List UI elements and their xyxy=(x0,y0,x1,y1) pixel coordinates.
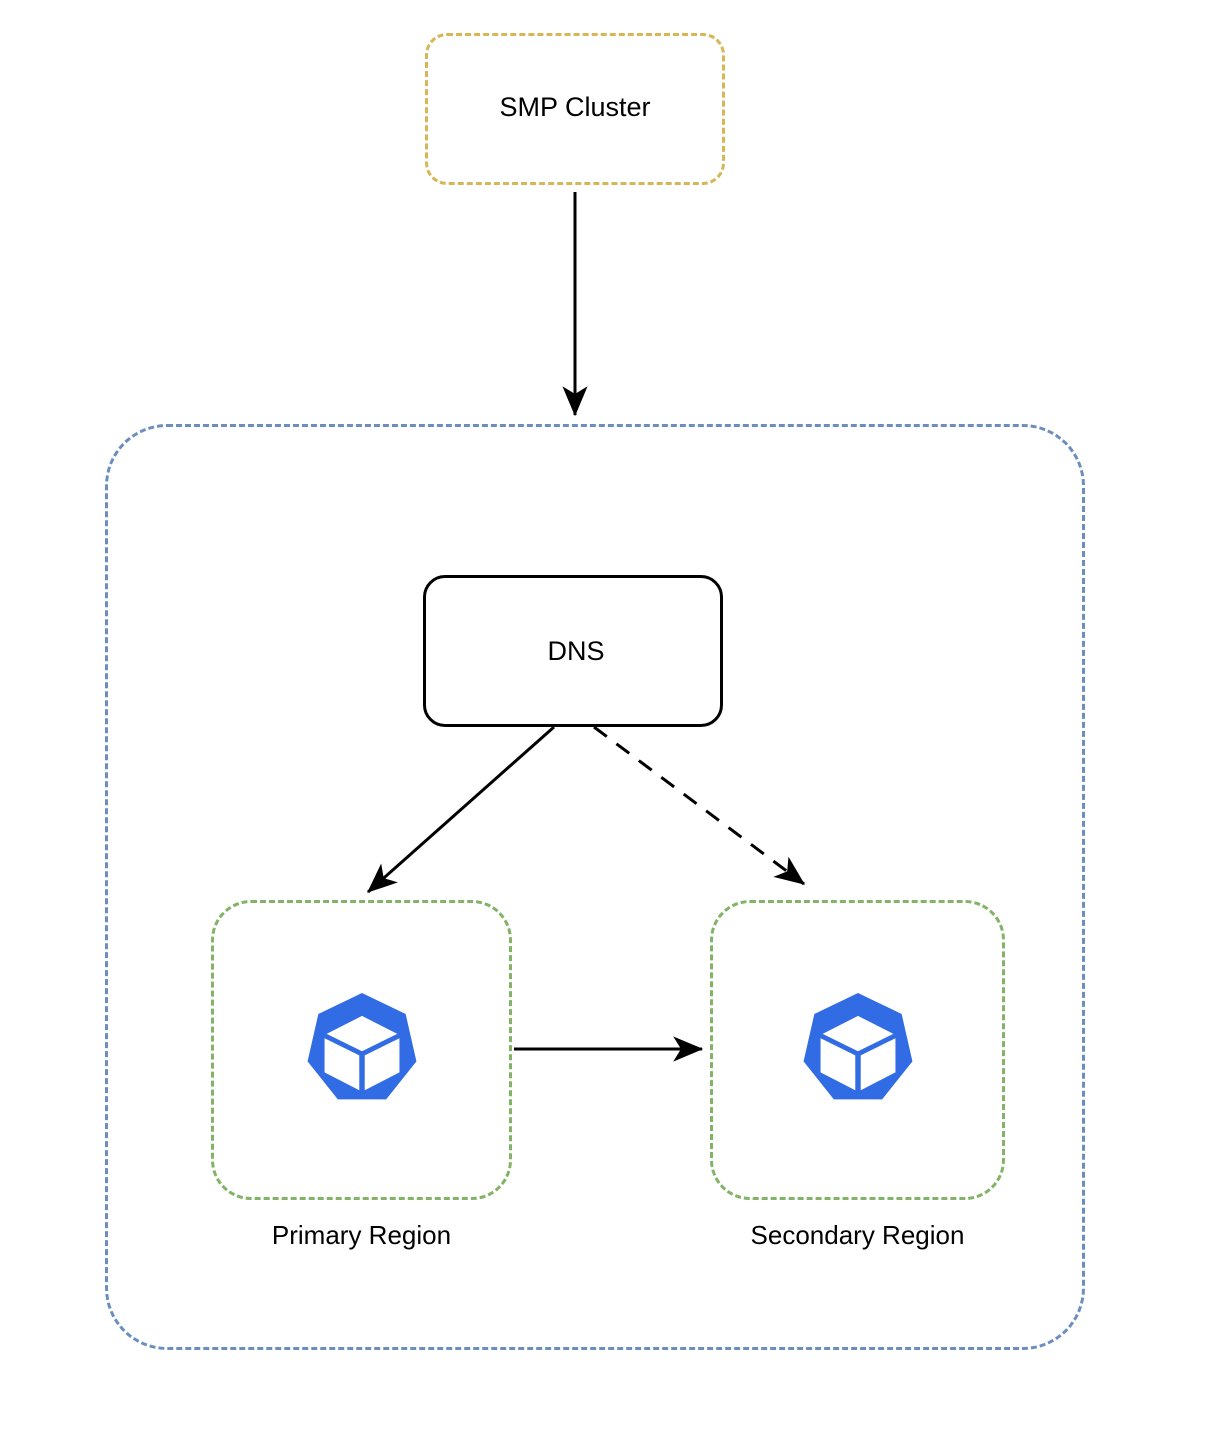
smp-cluster-node[interactable]: SMP Cluster xyxy=(425,33,725,185)
outer-region-container[interactable] xyxy=(105,424,1085,1350)
kubernetes-icon xyxy=(803,992,912,1100)
primary-region-label: Primary Region xyxy=(271,1220,452,1250)
kubernetes-icon xyxy=(307,992,416,1100)
secondary-region-box[interactable] xyxy=(710,900,1005,1200)
secondary-region-label: Secondary Region xyxy=(750,1220,965,1250)
smp-cluster-label: SMP Cluster xyxy=(499,91,651,122)
dns-node[interactable]: DNS xyxy=(423,575,723,727)
dns-label: DNS xyxy=(547,635,605,666)
primary-region-box[interactable] xyxy=(211,900,512,1200)
